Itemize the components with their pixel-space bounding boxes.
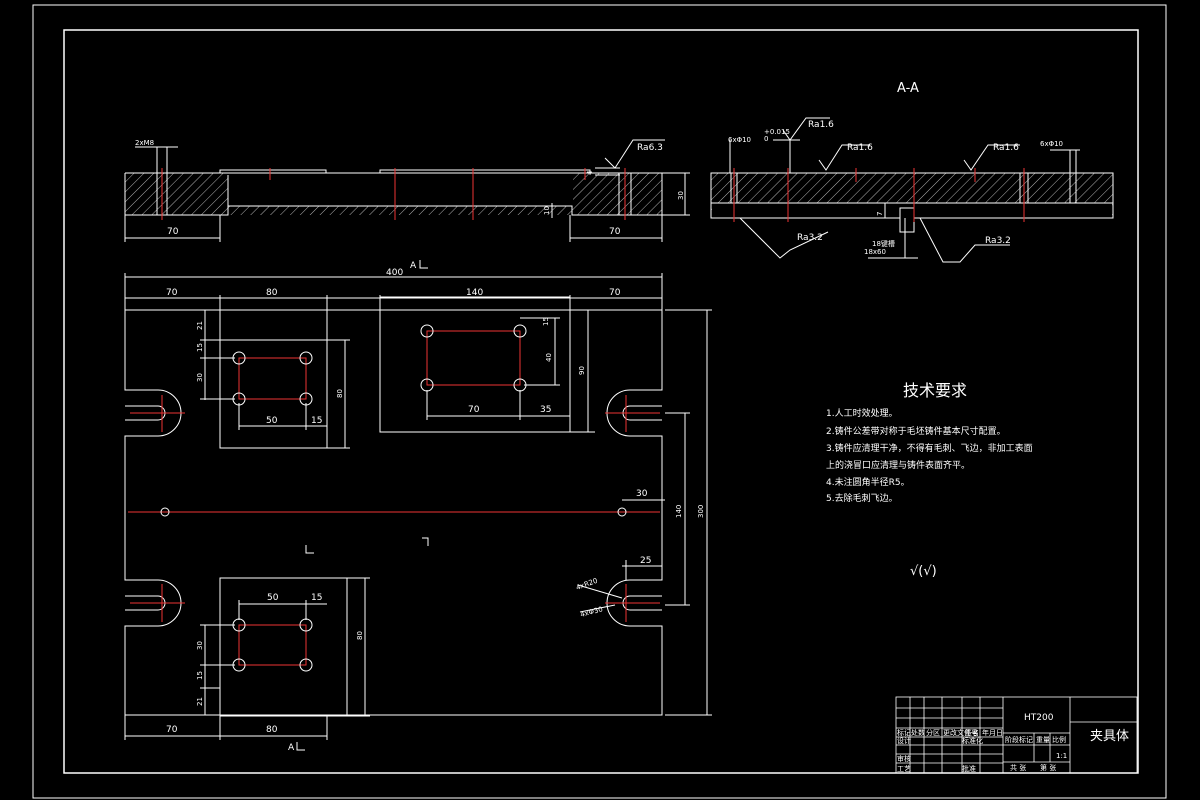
title-label-process: 工艺 xyxy=(897,765,911,773)
plan-dim-bottom-15b: 15 xyxy=(196,671,204,680)
tech-item-2: 2.铸件公差带对称于毛坯铸件基本尺寸配置。 xyxy=(826,425,1006,437)
title-label-sheet: 第 张 xyxy=(1040,763,1056,772)
section-tolerance-low: 0 xyxy=(764,135,768,143)
plan-dim-top-80: 80 xyxy=(266,288,278,298)
title-label-review: 审核 xyxy=(897,754,911,763)
plan-dim-left-21: 21 xyxy=(196,321,204,330)
plan-dim-right-300: 300 xyxy=(697,505,705,518)
title-scale: 1:1 xyxy=(1056,752,1067,760)
section-roughness-bottom-2: Ra3.2 xyxy=(985,236,1011,246)
plan-dim-pad-50-top: 50 xyxy=(266,416,278,426)
title-row-label-2: 处数 xyxy=(911,728,925,737)
roughness-symbol: √(√) xyxy=(910,564,937,579)
plan-dim-bottom-50: 50 xyxy=(267,593,279,603)
section-slot-2: 18x60 xyxy=(864,248,886,256)
section-tolerance: +0.015 xyxy=(764,128,790,136)
side-dim-right: 70 xyxy=(609,227,621,237)
plan-dim-left-15: 15 xyxy=(196,343,204,352)
plan-dim-bottom-15: 15 xyxy=(311,593,322,603)
title-label-std: 标准化 xyxy=(962,736,983,745)
plan-dim-center-15: 15 xyxy=(542,317,550,326)
plan-dim-top-70-right: 70 xyxy=(609,288,621,298)
title-label-ratio: 比例 xyxy=(1052,735,1066,744)
plan-dim-right-140: 140 xyxy=(675,505,683,518)
title-row-label-5: 签名 xyxy=(965,728,979,737)
plan-dim-left-30: 30 xyxy=(196,373,204,382)
sheet-outer-border xyxy=(32,4,1167,799)
side-hole-label: 2xM8 xyxy=(135,139,154,147)
title-row-label-1: 标记 xyxy=(897,728,911,737)
side-dim-height: 30 xyxy=(677,191,685,200)
tech-item-4: 上的浇冒口应清理与铸件表面齐平。 xyxy=(826,459,970,471)
plan-dim-400: 400 xyxy=(386,268,403,278)
plan-dim-center-35: 35 xyxy=(540,405,551,415)
section-slot: 18键槽 xyxy=(872,239,895,248)
title-row-label-3: 分区 xyxy=(926,728,940,737)
title-label-design: 设计 xyxy=(897,736,911,745)
tech-title: 技术要求 xyxy=(903,381,967,400)
tech-item-5: 4.未注圆角半径R5。 xyxy=(826,476,910,488)
title-part-name: 夹具体 xyxy=(1090,729,1129,744)
plan-dim-center-90: 90 xyxy=(578,366,586,375)
section-right-hole: 6xΦ10 xyxy=(1040,140,1063,148)
plan-dim-pad-15-top: 15 xyxy=(311,416,322,426)
plan-dim-bottom-70: 70 xyxy=(166,725,178,735)
tech-item-6: 5.去除毛刺飞边。 xyxy=(826,492,898,504)
tech-item-3: 3.铸件应清理干净，不得有毛刺、飞边，非加工表面 xyxy=(826,442,1033,454)
plan-dim-bottom-21: 21 xyxy=(196,697,204,706)
side-dim-left: 70 xyxy=(167,227,179,237)
section-pin-holes: 6xΦ10 xyxy=(728,136,751,144)
side-roughness: Ra6.3 xyxy=(637,143,663,153)
plan-dim-slot-d30: 4xΦ30 xyxy=(579,605,603,619)
plan-section-mark-bottom: A xyxy=(288,743,295,753)
title-row-label-4: 更改文件号 xyxy=(943,728,978,737)
side-dim-small: 4 xyxy=(586,170,594,175)
plan-dim-bottom-80: 80 xyxy=(266,725,278,735)
plan-dim-pad-80-top: 80 xyxy=(336,389,344,398)
plan-dim-bottom-30: 30 xyxy=(196,641,204,650)
section-label: A-A xyxy=(897,81,919,96)
section-roughness-1: Ra1.6 xyxy=(808,120,834,130)
plan-dim-right-25: 25 xyxy=(640,556,651,566)
section-roughness-bottom-1: Ra3.2 xyxy=(797,233,823,243)
section-roughness-2: Ra1.6 xyxy=(847,143,873,153)
tech-item-1: 1.人工时效处理。 xyxy=(826,407,898,419)
title-material: HT200 xyxy=(1024,713,1054,723)
sheet-inner-border xyxy=(63,29,1139,774)
plan-section-mark-top: A xyxy=(410,261,417,271)
side-dim-step: 10 xyxy=(543,206,551,215)
section-depth: 7 xyxy=(876,212,884,216)
plan-dim-top-140: 140 xyxy=(466,288,483,298)
title-row-label-6: 年月日 xyxy=(982,728,1003,737)
plan-dim-right-30: 30 xyxy=(636,489,648,499)
title-label-approve: 批准 xyxy=(962,764,976,773)
title-label-sheets: 共 张 xyxy=(1010,763,1026,772)
plan-dim-center-40: 40 xyxy=(545,353,553,362)
title-label-stage: 阶段标记 xyxy=(1005,735,1033,744)
section-view xyxy=(710,117,1114,263)
plan-view xyxy=(124,260,712,751)
plan-dim-pad-80-bottom: 80 xyxy=(356,631,364,640)
plan-dim-center-70: 70 xyxy=(468,405,480,415)
title-block xyxy=(895,696,1138,774)
title-label-weight: 重量 xyxy=(1036,736,1050,744)
side-view xyxy=(124,139,690,242)
section-roughness-3: Ra1.6 xyxy=(993,143,1019,153)
plan-dim-top-70-left: 70 xyxy=(166,288,178,298)
